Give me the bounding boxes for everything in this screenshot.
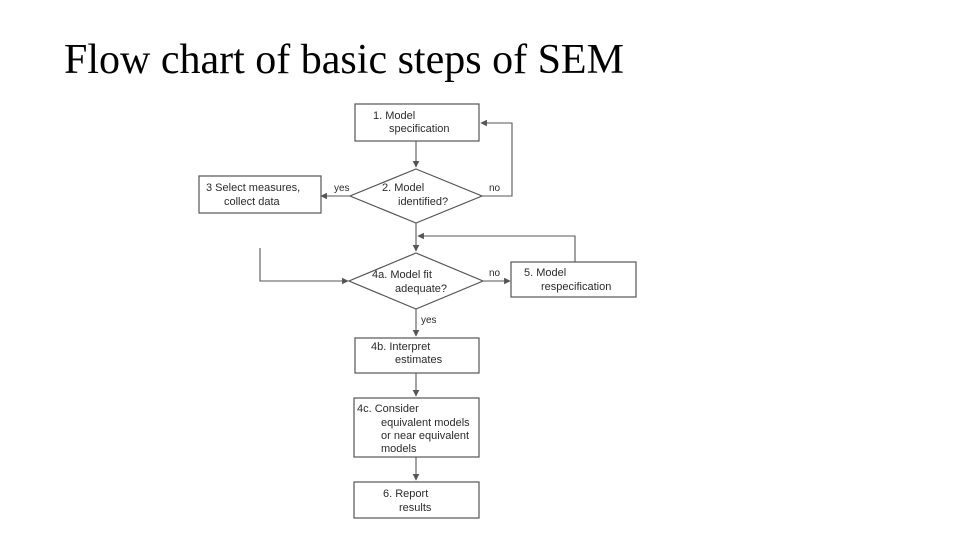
node-consider-equivalent-line-4: models	[381, 443, 417, 455]
node-interpret-estimates-line-1: 4b. Interpret	[371, 341, 430, 353]
node-report-results-line-1: 6. Report	[383, 488, 428, 500]
node-model-fit: 4a. Model fit adequate?	[347, 252, 485, 310]
node-model-specification-box	[354, 103, 480, 142]
node-model-respecification-box	[510, 261, 637, 298]
edges	[259, 119, 576, 481]
edge-label-fit-yes: yes	[421, 315, 437, 326]
node-model-specification-line-2: specification	[389, 123, 450, 135]
node-report-results-box	[353, 481, 480, 519]
edge-label-identified-yes: yes	[334, 183, 350, 194]
node-model-specification: 1. Model specification	[354, 103, 480, 142]
node-model-fit-diamond	[347, 252, 485, 310]
node-model-respecification-line-1: 5. Model	[524, 267, 566, 279]
node-model-identified-diamond	[348, 168, 484, 224]
node-select-measures: 3 Select measures, collect data	[198, 175, 322, 214]
edge-label-identified-no: no	[489, 183, 501, 194]
edge-identified-no-loop	[480, 119, 513, 197]
node-consider-equivalent: 4c. Consider equivalent models or near e…	[353, 397, 480, 458]
node-model-identified-line-1: 2. Model	[382, 182, 424, 194]
node-model-specification-line-1: 1. Model	[373, 110, 415, 122]
node-model-identified-line-2: identified?	[398, 196, 448, 208]
node-model-respecification-line-2: respecification	[541, 281, 611, 293]
node-model-fit-line-1: 4a. Model fit	[372, 269, 432, 281]
node-report-results: 6. Report results	[353, 481, 480, 519]
edge-data-to-fit	[259, 248, 349, 285]
node-consider-equivalent-line-1: 4c. Consider	[357, 403, 419, 415]
node-interpret-estimates: 4b. Interpret estimates	[354, 337, 480, 374]
node-model-respecification: 5. Model respecification	[510, 261, 637, 298]
node-model-fit-line-2: adequate?	[395, 283, 447, 295]
node-select-measures-line-2: collect data	[224, 196, 281, 208]
node-consider-equivalent-box	[353, 397, 480, 458]
node-consider-equivalent-line-3: or near equivalent	[381, 430, 469, 442]
edge-respec-loop	[417, 232, 576, 262]
node-interpret-estimates-box	[354, 337, 480, 374]
node-select-measures-line-1: 3 Select measures,	[206, 182, 300, 194]
edge-label-fit-no: no	[489, 268, 501, 279]
node-report-results-line-2: results	[399, 502, 432, 514]
node-model-identified: 2. Model identified?	[348, 168, 484, 224]
node-select-measures-box	[198, 175, 322, 214]
node-consider-equivalent-line-2: equivalent models	[381, 417, 470, 429]
slide-title: Flow chart of basic steps of SEM	[64, 37, 624, 83]
node-interpret-estimates-line-2: estimates	[395, 354, 443, 366]
